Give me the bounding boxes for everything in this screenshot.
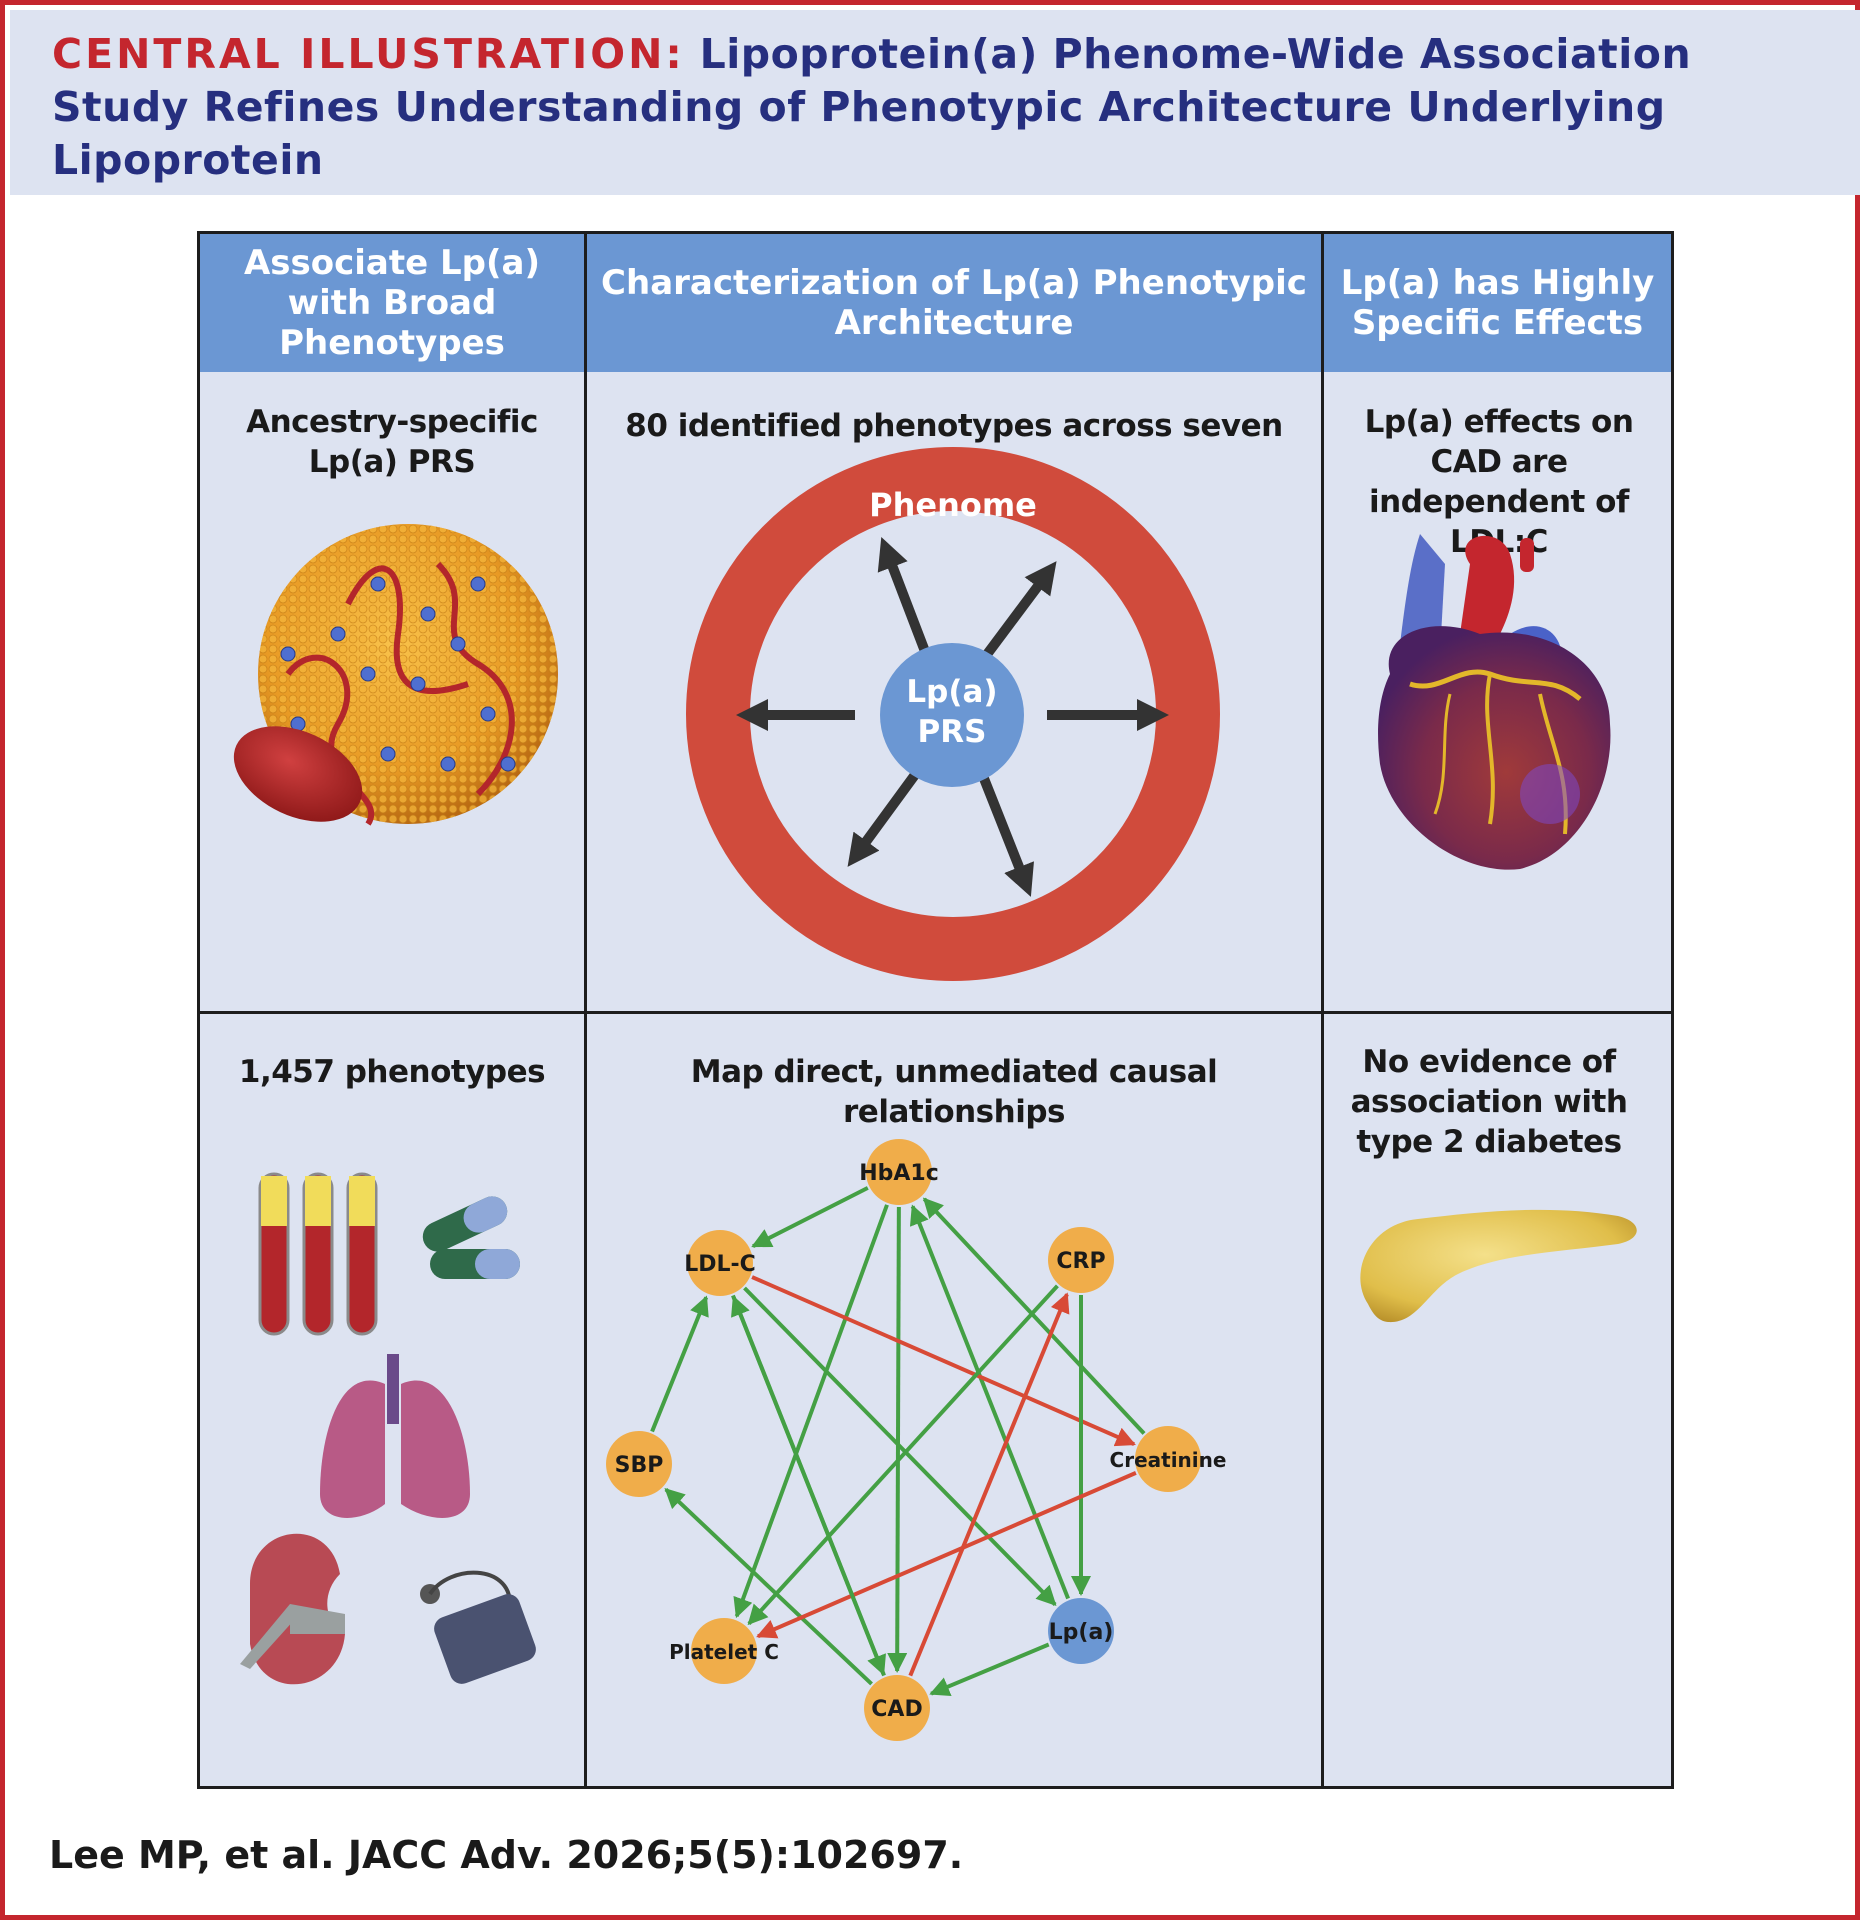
phenome-ring <box>686 447 1220 981</box>
lipoprotein-particle-illustration <box>233 524 558 826</box>
lpa-prs-node <box>880 643 1024 787</box>
network-edge-sbp-to-ldlc <box>650 1295 709 1433</box>
network-node-plateletc <box>691 1618 757 1684</box>
network-node-label-cad: CAD <box>871 1697 922 1722</box>
diabetes-panel-text: No evidence of association with type 2 d… <box>1350 1044 1628 1160</box>
network-node-label-lpa: Lp(a) <box>1049 1620 1114 1645</box>
network-node-lpa <box>1048 1598 1114 1664</box>
network-node-sbp <box>606 1431 672 1497</box>
network-node-label-creatinine: Creatinine <box>1110 1448 1227 1472</box>
column-header-architecture: Characterization of Lp(a) Phenotypic Arc… <box>587 234 1321 372</box>
pancreas-illustration <box>1360 1209 1637 1323</box>
phenome-arrow <box>980 561 1057 660</box>
heart-illustration <box>1378 534 1611 870</box>
capsule-icon <box>422 1196 520 1279</box>
banner-title: CENTRAL ILLUSTRATION: Lipoprotein(a) Phe… <box>52 28 1812 187</box>
figure-grid: Associate Lp(a) with Broad Phenotypes Ch… <box>197 231 1674 1789</box>
grid-divider-row <box>200 1011 1671 1014</box>
network-node-ldlc <box>687 1230 753 1296</box>
citation: Lee MP, et al. JACC Adv. 2026;5(5):10269… <box>49 1833 964 1877</box>
phenome-arrow <box>847 769 922 867</box>
lpa-prs-label-line2: PRS <box>918 714 987 750</box>
column-header-specific: Lp(a) has Highly Specific Effects <box>1324 234 1671 372</box>
network-panel-text: Map direct, unmediated causal relationsh… <box>690 1054 1218 1130</box>
network-edge-ldlc-to-creatinine <box>751 1275 1136 1447</box>
network-node-hba1c <box>866 1139 932 1205</box>
phenome-arrow <box>877 537 931 656</box>
network-edge-hba1c-to-plateletc <box>733 1204 889 1619</box>
network-node-label-hba1c: HbA1c <box>859 1161 939 1186</box>
grid-divider-2 <box>1321 234 1324 1786</box>
title-banner: CENTRAL ILLUSTRATION: Lipoprotein(a) Phe… <box>10 10 1860 195</box>
phenome-ring-diagram: Phenome Lp(a) PRS <box>686 447 1220 981</box>
column-header-broad: Associate Lp(a) with Broad Phenotypes <box>200 234 584 372</box>
phenotypes-panel-text: 1,457 phenotypes <box>238 1054 546 1090</box>
grid-divider-1 <box>584 234 587 1786</box>
phenotype-icons-illustration <box>240 1172 536 1685</box>
test-tube-icon <box>258 1172 378 1336</box>
network-node-crp <box>1048 1227 1114 1293</box>
network-edge-cad-to-crp <box>908 1292 1070 1677</box>
network-node-cad <box>864 1675 930 1741</box>
phenome-ring-label: Phenome <box>869 486 1037 524</box>
network-edge-ldlc-to-cad <box>731 1294 886 1676</box>
lungs-icon <box>320 1354 470 1518</box>
network-edge-creatinine-to-plateletc <box>756 1471 1137 1639</box>
network-node-label-crp: CRP <box>1056 1249 1105 1274</box>
network-edge-lpa-to-hba1c <box>909 1204 1070 1600</box>
network-edge-cad-to-sbp <box>664 1487 873 1686</box>
network-node-label-plateletc: Platelet C <box>669 1640 779 1664</box>
network-edge-hba1c-to-ldlc <box>751 1186 869 1249</box>
network-edge-hba1c-to-cad <box>887 1206 908 1674</box>
network-node-label-ldlc: LDL-C <box>684 1252 756 1277</box>
network-edge-ldlc-to-lpa <box>743 1286 1057 1607</box>
banner-label: CENTRAL ILLUSTRATION: <box>52 30 685 78</box>
network-edge-crp-to-plateletc <box>747 1284 1059 1626</box>
lpa-prs-label-line1: Lp(a) <box>906 674 997 710</box>
kidney-icon <box>240 1533 345 1685</box>
blood-pressure-cuff-icon <box>420 1570 536 1684</box>
network-node-creatinine <box>1135 1426 1201 1492</box>
network-node-label-sbp: SBP <box>615 1453 664 1478</box>
network-edge-lpa-to-cad <box>929 1642 1050 1696</box>
prs-panel-text: Ancestry-specific Lp(a) PRS <box>246 404 538 480</box>
banner-title-text: Lipoprotein(a) Phenome-Wide Association … <box>52 30 1692 184</box>
network-edge-creatinine-to-hba1c <box>922 1197 1146 1435</box>
phenome-arrow <box>978 774 1034 897</box>
